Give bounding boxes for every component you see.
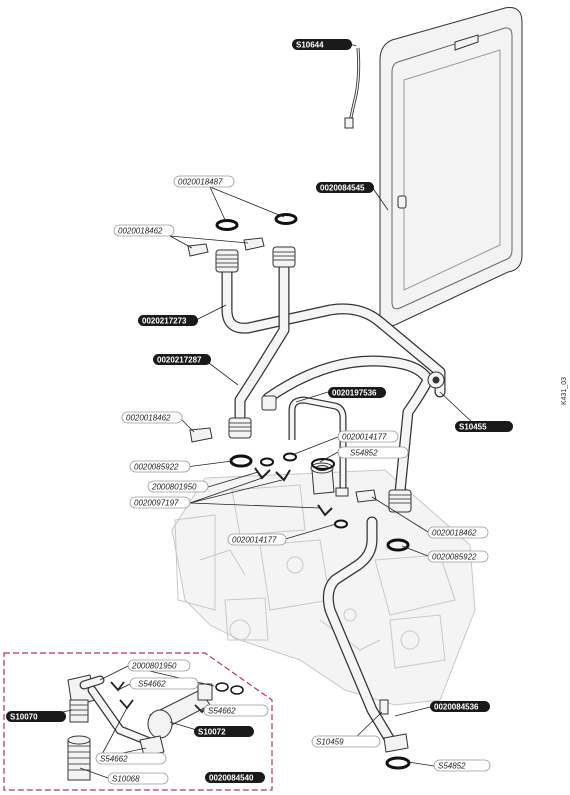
label-s54852-bottom: S54852: [433, 759, 491, 772]
svg-text:0020085922: 0020085922: [432, 553, 477, 562]
label-0020197536: 0020197536: [328, 387, 386, 398]
svg-text:0020084545: 0020084545: [320, 184, 365, 193]
label-0020014177-top: 0020014177: [337, 430, 399, 443]
label-inset-2000801950: 2000801950: [127, 659, 191, 672]
label-0020217287: 0020217287: [153, 354, 211, 365]
label-2000801950: 2000801950: [147, 480, 209, 493]
svg-text:S54662: S54662: [100, 755, 128, 764]
svg-text:0020018462: 0020018462: [432, 529, 477, 538]
label-s10070: S10070: [6, 711, 66, 722]
part-labels-outlined: 0020018487 0020018462 0020018462 0020014…: [95, 175, 491, 785]
label-0020217273: 0020217273: [138, 315, 198, 326]
svg-text:0020018487: 0020018487: [178, 178, 223, 187]
svg-text:0020014177: 0020014177: [232, 536, 277, 545]
svg-text:0020085922: 0020085922: [134, 463, 179, 472]
label-s10072: S10072: [194, 726, 254, 737]
sensor-tube: [344, 47, 361, 129]
label-inset-s54662-b: S54662: [95, 752, 167, 765]
inset-border: [3, 652, 273, 791]
svg-text:S10072: S10072: [198, 728, 226, 737]
svg-text:S10068: S10068: [112, 775, 140, 784]
label-s10068: S10068: [107, 772, 169, 785]
label-0020018462-mid: 0020018462: [121, 411, 183, 424]
svg-text:0020197536: 0020197536: [332, 389, 377, 398]
svg-text:0020084536: 0020084536: [434, 703, 479, 712]
label-s54852-top: S54852: [337, 446, 409, 459]
label-0020085922-left: 0020085922: [129, 460, 191, 473]
expansion-vessel: [379, 7, 523, 327]
inset-detail: [3, 652, 273, 791]
svg-text:0020217273: 0020217273: [142, 317, 187, 326]
svg-text:0020217287: 0020217287: [157, 356, 202, 365]
label-0020097197: 0020097197: [129, 496, 191, 509]
pipe-assembly: [221, 256, 446, 746]
label-inset-s54662-c: S54662: [203, 704, 269, 717]
svg-text:S54852: S54852: [350, 449, 378, 458]
svg-text:0020084540: 0020084540: [209, 774, 254, 783]
label-s10644: S10644: [292, 39, 352, 50]
label-inset-s54662-a: S54662: [129, 677, 199, 690]
svg-text:S10070: S10070: [10, 713, 38, 722]
svg-text:S10459: S10459: [316, 738, 344, 747]
svg-text:S54852: S54852: [438, 762, 466, 771]
svg-text:0020097197: 0020097197: [134, 499, 179, 508]
label-0020084536: 0020084536: [430, 701, 490, 712]
svg-text:0020018462: 0020018462: [118, 227, 163, 236]
fittings: [215, 246, 445, 753]
svg-text:0020018462: 0020018462: [126, 414, 171, 423]
boiler-body-ghost: [171, 469, 476, 706]
figure-code: K431_03: [561, 377, 568, 405]
svg-text:2000801950: 2000801950: [151, 483, 197, 492]
svg-text:S10455: S10455: [459, 423, 487, 432]
label-0020014177-mid: 0020014177: [227, 533, 287, 546]
label-0020018462-right: 0020018462: [427, 526, 489, 539]
label-0020018487: 0020018487: [173, 175, 235, 188]
label-0020085922-right: 0020085922: [427, 550, 489, 563]
o-rings: [215, 213, 411, 770]
label-0020018462-top: 0020018462: [113, 224, 175, 237]
part-labels: S10644 0020084545 0020217273 0020217287 …: [6, 39, 513, 783]
label-s10455: S10455: [455, 421, 513, 432]
clips: [187, 237, 377, 517]
label-s10459: S10459: [311, 735, 381, 748]
svg-text:0020014177: 0020014177: [342, 433, 387, 442]
svg-text:S54662: S54662: [138, 680, 166, 689]
leader-lines: [169, 43, 476, 767]
label-0020084545: 0020084545: [316, 182, 374, 193]
svg-text:S54662: S54662: [208, 707, 236, 716]
svg-text:S10644: S10644: [296, 41, 324, 50]
label-0020084540: 0020084540: [205, 772, 265, 783]
svg-text:2000801950: 2000801950: [131, 662, 177, 671]
